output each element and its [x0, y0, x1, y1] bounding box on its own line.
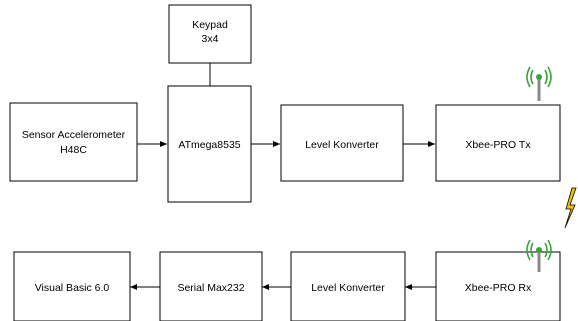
- keypad-label-line2: 3x4: [202, 33, 219, 45]
- connectors: [130, 63, 436, 290]
- level-konverter-tx-block: Level Konverter: [280, 104, 404, 182]
- keypad-block: Keypad 3x4: [168, 4, 252, 64]
- sensor-accelerometer-block: Sensor Accelerometer H48C: [9, 102, 138, 182]
- visual-basic-label: Visual Basic 6.0: [35, 282, 110, 294]
- xbee-pro-rx-block: Xbee-PRO Rx: [435, 251, 561, 321]
- atmega8535-label: ATmega8535: [178, 139, 240, 151]
- antenna-tx-icon: [526, 66, 552, 101]
- level-konverter-tx-label: Level Konverter: [305, 139, 379, 151]
- level-konverter-rx-block: Level Konverter: [290, 251, 406, 321]
- visual-basic-block: Visual Basic 6.0: [13, 251, 131, 321]
- serial-max232-block: Serial Max232: [159, 251, 263, 321]
- level-konverter-rx-label: Level Konverter: [311, 282, 385, 294]
- antenna-rx-icon: [526, 239, 552, 272]
- xbee-pro-rx-label: Xbee-PRO Rx: [465, 282, 532, 294]
- serial-max232-label: Serial Max232: [177, 282, 244, 294]
- xbee-pro-tx-block: Xbee-PRO Tx: [435, 104, 561, 182]
- sensor-label-line2: H48C: [60, 144, 87, 156]
- sensor-label-line1: Sensor Accelerometer: [22, 129, 126, 141]
- wireless-link-icon: [564, 187, 577, 229]
- keypad-label-line1: Keypad: [192, 19, 228, 31]
- xbee-pro-tx-label: Xbee-PRO Tx: [465, 139, 531, 151]
- atmega8535-block: ATmega8535: [167, 85, 252, 203]
